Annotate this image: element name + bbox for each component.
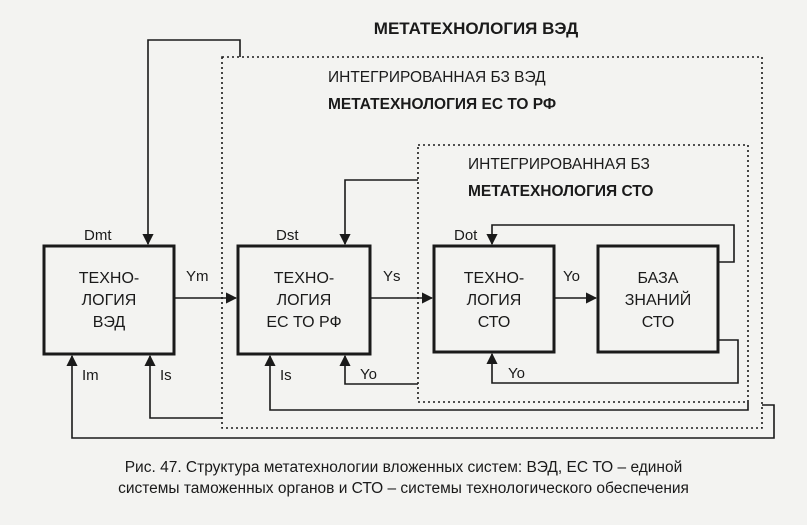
caption-line2: системы таможенных органов и СТО – систе… xyxy=(118,480,689,497)
nested-systems-diagram: МЕТАТЕХНОЛОГИЯ ВЭД ИНТЕГРИРОВАННАЯ БЗ ВЭ… xyxy=(42,19,775,439)
label-yo-middle: Yo xyxy=(360,366,377,383)
block-sto-line1: ТЕХНО- xyxy=(464,270,524,287)
arrow-im xyxy=(66,354,775,439)
block-technology-sto: ТЕХНО- ЛОГИЯ СТО xyxy=(432,244,556,354)
block-knowledge-base-sto: БАЗА ЗНАНИЙ СТО xyxy=(596,244,720,354)
arrow-yo-inner xyxy=(486,339,739,384)
block-technology-ved: ТЕХНО- ЛОГИЯ ВЭД xyxy=(42,244,176,356)
label-yo-top: Yo xyxy=(563,268,580,285)
label-dmt: Dmt xyxy=(84,227,112,244)
label-yo-inner: Yo xyxy=(508,365,525,382)
block-esto-line2: ЛОГИЯ xyxy=(277,292,332,309)
block-kb-line3: СТО xyxy=(642,314,675,331)
arrow-is-ved xyxy=(144,354,222,419)
frame-sto-title: МЕТАТЕХНОЛОГИЯ СТО xyxy=(468,183,653,200)
arrow-dmt xyxy=(142,39,241,246)
block-ved-line2: ЛОГИЯ xyxy=(82,292,137,309)
diagram-title: МЕТАТЕХНОЛОГИЯ ВЭД xyxy=(374,19,578,38)
figure-caption: Рис. 47. Структура метатехнологии вложен… xyxy=(10,457,797,499)
block-ved-line3: ВЭД xyxy=(93,314,126,331)
frame-esto-metatechnology xyxy=(221,56,763,429)
block-esto-line3: ЕС ТО РФ xyxy=(266,314,341,331)
frame-esto-title: МЕТАТЕХНОЛОГИЯ ЕС ТО РФ xyxy=(328,96,556,113)
arrow-yo-middle xyxy=(339,354,418,385)
frame-sto-kb-label: ИНТЕГРИРОВАННАЯ БЗ xyxy=(468,156,650,173)
arrow-dst xyxy=(339,179,418,246)
block-kb-line2: ЗНАНИЙ xyxy=(625,290,691,309)
label-is-ved: Is xyxy=(160,367,172,384)
arrow-dot xyxy=(486,224,735,263)
label-is-esto: Is xyxy=(280,367,292,384)
block-technology-esto: ТЕХНО- ЛОГИЯ ЕС ТО РФ xyxy=(236,244,372,356)
caption-line1: Рис. 47. Структура метатехнологии вложен… xyxy=(124,459,683,476)
label-dot: Dot xyxy=(454,227,478,244)
frame-sto-metatechnology xyxy=(417,144,749,403)
label-ys: Ys xyxy=(383,268,401,285)
label-im: Im xyxy=(82,367,99,384)
frame-esto-kb-label: ИНТЕГРИРОВАННАЯ БЗ ВЭД xyxy=(328,69,546,86)
label-dst: Dst xyxy=(276,227,299,244)
block-kb-line1: БАЗА xyxy=(638,270,679,287)
block-sto-line3: СТО xyxy=(478,314,511,331)
label-ym: Ym xyxy=(186,268,209,285)
arrow-is-esto xyxy=(264,354,749,411)
block-esto-line1: ТЕХНО- xyxy=(274,270,334,287)
block-ved-line1: ТЕХНО- xyxy=(79,270,139,287)
block-sto-line2: ЛОГИЯ xyxy=(467,292,522,309)
